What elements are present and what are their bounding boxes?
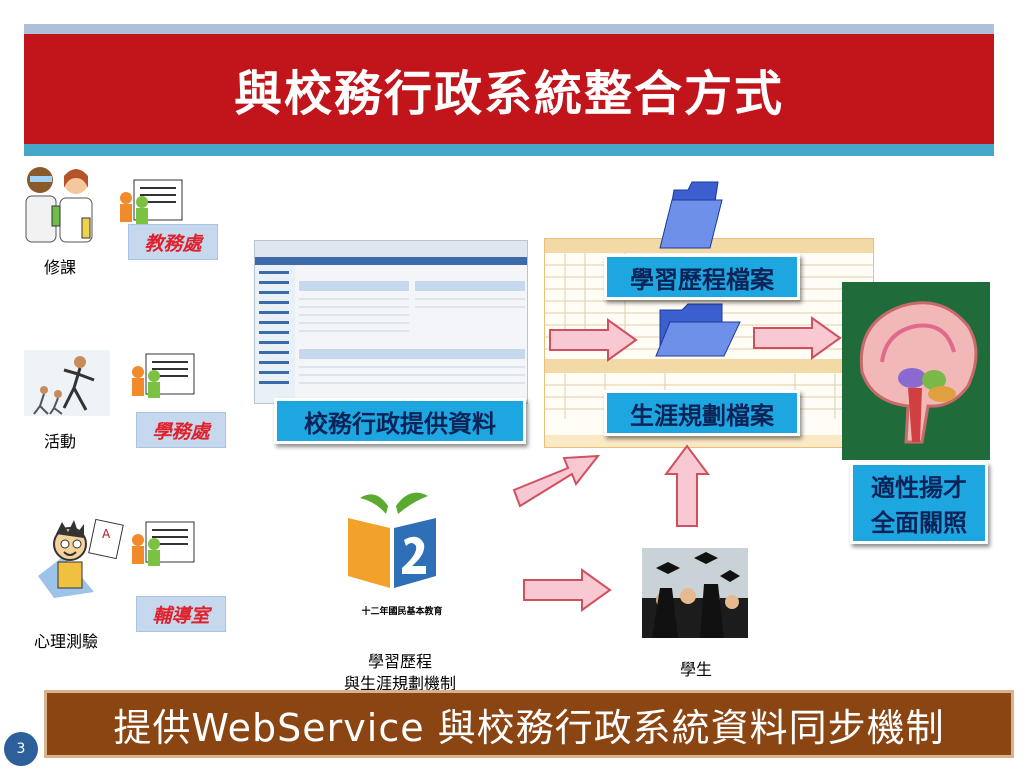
twelve-year-education-logo [340, 488, 444, 592]
learning-portfolio-label: 學習歷程檔案 [630, 265, 774, 294]
page-number: 3 [16, 741, 26, 757]
admin-data-box: 校務行政提供資料 [274, 398, 526, 444]
student-reading-illustration: A [34, 516, 126, 600]
office-label: 輔導室 [152, 604, 210, 627]
mechanism-label-line1: 學習歷程 [367, 652, 432, 671]
mechanism-label-line2: 與生涯規劃機制 [343, 674, 456, 693]
arrow-up-icon [664, 444, 710, 528]
office-tag-counseling: 輔導室 [136, 596, 226, 632]
slide-title: 與校務行政系統整合方式 [233, 66, 784, 122]
graduates-photo [642, 548, 748, 638]
svg-text:A: A [102, 527, 111, 541]
admin-data-label: 校務行政提供資料 [304, 409, 496, 438]
arrow-right-icon [522, 568, 612, 612]
office-tag-academic: 教務處 [128, 224, 218, 260]
office-tag-student-affairs: 學務處 [136, 412, 226, 448]
brain-illustration [842, 282, 990, 460]
title-banner: 與校務行政系統整合方式 [24, 34, 994, 144]
document-people-icon [116, 178, 184, 226]
arrow-right-icon [548, 318, 638, 362]
blue-folder-open-icon [652, 300, 744, 360]
document-people-icon [128, 520, 196, 568]
title-underline [24, 144, 994, 156]
person-scientist-illustration [18, 158, 100, 246]
student-label: 學生 [679, 660, 712, 679]
outcome-line2: 全面關照 [871, 509, 967, 537]
office-label: 學務處 [152, 420, 210, 443]
blue-folder-icon [654, 170, 726, 252]
person-label-activity: 活動 [44, 432, 77, 451]
title-top-strip [24, 24, 994, 34]
arrow-right-icon [752, 316, 842, 360]
learning-portfolio-box: 學習歷程檔案 [604, 254, 800, 300]
webservice-banner: 提供WebService 與校務行政系統資料同步機制 [44, 690, 1014, 758]
admin-system-screenshot [254, 240, 528, 404]
career-file-box: 生涯規劃檔案 [604, 390, 800, 436]
webservice-text: 提供WebService 與校務行政系統資料同步機制 [113, 705, 945, 750]
logo-caption: 十二年國民基本教育 [361, 607, 443, 617]
arrow-diagonal-icon [512, 448, 602, 508]
person-label-psych-test: 心理測驗 [34, 632, 99, 651]
sports-activity-illustration [24, 350, 110, 416]
page-number-badge: 3 [4, 732, 38, 766]
career-file-label: 生涯規劃檔案 [630, 401, 774, 430]
document-people-icon [128, 352, 196, 400]
outcome-box: 適性揚才 全面關照 [850, 462, 988, 544]
person-label-course: 修課 [44, 258, 77, 277]
office-label: 教務處 [144, 232, 202, 255]
outcome-line1: 適性揚才 [871, 474, 967, 502]
